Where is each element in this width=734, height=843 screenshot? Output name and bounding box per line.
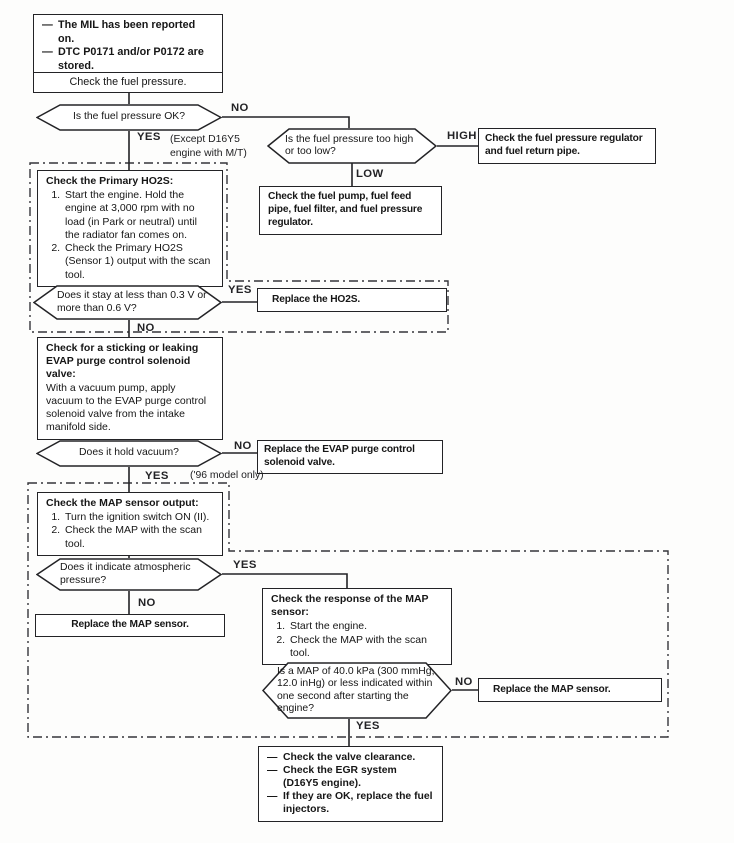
check-fuel-pressure-text: Check the fuel pressure. bbox=[69, 75, 187, 88]
hexagon-shape bbox=[36, 558, 222, 591]
hexagon-shape bbox=[36, 104, 222, 131]
label-no-vacuum: NO bbox=[234, 440, 252, 452]
step-list: Start the engine. Hold the engine at 3,0… bbox=[46, 189, 214, 282]
check-fuel-pump-text: Check the fuel pump, fuel feed pipe, fue… bbox=[268, 191, 423, 228]
label-no-fuel-ok: NO bbox=[231, 102, 249, 114]
start-item-1: The MIL has been reported on. bbox=[58, 19, 196, 45]
label-yes-atmospheric: YES bbox=[233, 559, 257, 571]
dash-bullet: — bbox=[267, 791, 278, 803]
box-title: Check the response of the MAP sensor: bbox=[271, 593, 429, 619]
label-high: HIGH bbox=[447, 130, 477, 142]
label-yes-voltage: YES bbox=[228, 284, 252, 296]
label-yes-vacuum: YES bbox=[145, 470, 169, 482]
start-item-2: DTC P0171 and/or P0172 are stored. bbox=[58, 46, 204, 72]
dashed-region-ho2s bbox=[29, 162, 449, 333]
final-item-3: If they are OK, replace the fuel injecto… bbox=[283, 791, 433, 816]
conn-qatm-yes bbox=[222, 573, 348, 588]
final-actions-box: — Check the valve clearance. — Check the… bbox=[258, 746, 443, 822]
step-item: Turn the ignition switch ON (II). bbox=[63, 511, 214, 524]
label-no-voltage: NO bbox=[137, 322, 155, 334]
decision-text: Is the fuel pressure OK? bbox=[72, 111, 186, 123]
label-no-atmospheric: NO bbox=[138, 597, 156, 609]
replace-ho2s-text: Replace the HO2S. bbox=[272, 293, 361, 305]
dash-bullet: — bbox=[267, 765, 278, 777]
step-item: Start the engine. Hold the engine at 3,0… bbox=[63, 189, 214, 242]
step-list: Start the engine. Check the MAP with the… bbox=[271, 620, 443, 660]
check-regulator-text: Check the fuel pressure regulator and fu… bbox=[485, 133, 643, 157]
decision-text: Is the fuel pressure too high or too low… bbox=[285, 133, 414, 157]
dash-bullet: — bbox=[42, 19, 53, 31]
check-regulator-box: Check the fuel pressure regulator and fu… bbox=[478, 128, 656, 164]
label-yes-map-value: YES bbox=[356, 720, 380, 732]
decision-map-value: Is a MAP of 40.0 kPa (300 mmHg, 12.0 inH… bbox=[262, 662, 452, 719]
check-fuel-pump-box: Check the fuel pump, fuel feed pipe, fue… bbox=[259, 186, 442, 235]
replace-evap-box: Replace the EVAP purge control solenoid … bbox=[257, 440, 443, 474]
decision-hold-vacuum: Does it hold vacuum? bbox=[36, 440, 222, 467]
list-item: — DTC P0171 and/or P0172 are stored. bbox=[42, 46, 214, 73]
dashed-region-96-model bbox=[27, 482, 669, 738]
step-item: Check the MAP with the scan tool. bbox=[288, 634, 443, 660]
conn-qok-no bbox=[222, 116, 350, 128]
decision-atmospheric-pressure: Does it indicate atmospheric pressure? bbox=[36, 558, 222, 591]
hexagon-shape bbox=[267, 128, 437, 164]
replace-map-text: Replace the MAP sensor. bbox=[493, 683, 611, 695]
step-item: Start the engine. bbox=[288, 620, 443, 633]
replace-map-text: Replace the MAP sensor. bbox=[71, 619, 189, 631]
replace-evap-text: Replace the EVAP purge control solenoid … bbox=[264, 444, 415, 468]
replace-ho2s-box: Replace the HO2S. bbox=[257, 288, 447, 312]
list-item: — Check the EGR system (D16Y5 engine). bbox=[267, 764, 434, 790]
hexagon-shape bbox=[262, 662, 452, 719]
final-item-2: Check the EGR system (D16Y5 engine). bbox=[283, 765, 397, 790]
label-no-map-value: NO bbox=[455, 676, 473, 688]
check-primary-ho2s-box: Check the Primary HO2S: Start the engine… bbox=[37, 170, 223, 287]
decision-text: Is a MAP of 40.0 kPa (300 mmHg, 12.0 inH… bbox=[277, 665, 435, 714]
final-item-1: Check the valve clearance. bbox=[283, 752, 416, 763]
hexagon-shape bbox=[33, 285, 222, 320]
check-map-response-box: Check the response of the MAP sensor: St… bbox=[262, 588, 452, 666]
box-title: Check for a sticking or leaking EVAP pur… bbox=[46, 342, 199, 381]
check-fuel-pressure-box: Check the fuel pressure. bbox=[33, 72, 223, 93]
dash-bullet: — bbox=[267, 752, 278, 763]
replace-map-sensor-box-2: Replace the MAP sensor. bbox=[478, 678, 662, 702]
decision-text: Does it stay at less than 0.3 V or more … bbox=[57, 290, 207, 314]
box-body: With a vacuum pump, apply vacuum to the … bbox=[46, 381, 207, 434]
step-item: Check the Primary HO2S (Sensor 1) output… bbox=[63, 242, 214, 282]
box-title: Check the MAP sensor output: bbox=[46, 497, 199, 509]
check-evap-box: Check for a sticking or leaking EVAP pur… bbox=[37, 337, 223, 440]
note-96-model-only: ('96 model only) bbox=[190, 470, 264, 481]
note-except-d16y5: (Except D16Y5 engine with M/T) bbox=[170, 134, 247, 160]
decision-text: Does it hold vacuum? bbox=[79, 447, 179, 459]
step-list: Turn the ignition switch ON (II). Check … bbox=[46, 511, 214, 551]
label-low: LOW bbox=[356, 168, 384, 180]
list-item: — The MIL has been reported on. bbox=[42, 19, 214, 46]
box-title: Check the Primary HO2S: bbox=[46, 175, 174, 187]
replace-map-sensor-box-1: Replace the MAP sensor. bbox=[35, 614, 225, 637]
label-yes-fuel-ok: YES bbox=[137, 131, 161, 143]
check-map-output-box: Check the MAP sensor output: Turn the ig… bbox=[37, 492, 223, 556]
dash-bullet: — bbox=[42, 46, 53, 59]
decision-text: Does it indicate atmospheric pressure? bbox=[60, 562, 191, 586]
start-conditions-box: — The MIL has been reported on. — DTC P0… bbox=[33, 14, 223, 79]
hexagon-shape bbox=[36, 440, 222, 467]
list-item: — Check the valve clearance. bbox=[267, 751, 434, 764]
decision-fuel-pressure-ok: Is the fuel pressure OK? bbox=[36, 104, 222, 131]
list-item: — If they are OK, replace the fuel injec… bbox=[267, 790, 434, 816]
decision-fuel-pressure-high-low: Is the fuel pressure too high or too low… bbox=[267, 128, 437, 164]
step-item: Check the MAP with the scan tool. bbox=[63, 524, 214, 550]
decision-ho2s-voltage: Does it stay at less than 0.3 V or more … bbox=[33, 285, 222, 320]
